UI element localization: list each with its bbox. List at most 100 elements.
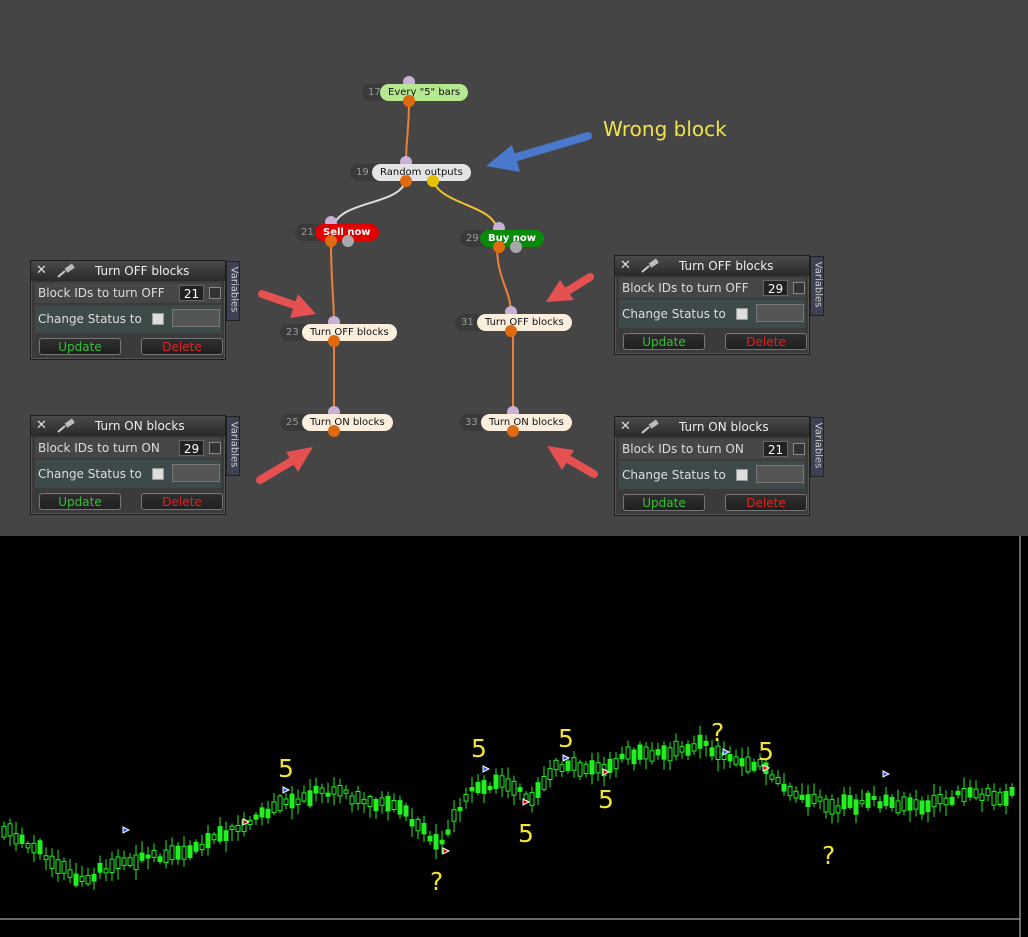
change-status-checkbox[interactable] [152,468,164,480]
update-button[interactable]: Update [623,494,705,511]
node-output-port[interactable] [328,425,340,437]
delete-button[interactable]: Delete [141,493,223,510]
variables-tab[interactable]: Variables [226,261,240,321]
block-editor-canvas[interactable]: 17 Every "5" bars 19 Random outputs 21 S… [0,0,1028,536]
candle-body [715,745,721,761]
close-icon[interactable]: ✕ [620,419,631,434]
change-status-row: Change Status to [35,305,221,333]
block-ids-input[interactable]: 29 [763,280,788,296]
update-button[interactable]: Update [623,333,705,350]
change-status-checkbox[interactable] [736,469,748,481]
close-icon[interactable]: ✕ [620,258,631,273]
candle-body [577,762,583,777]
candle-body [367,796,373,808]
price-chart[interactable]: 5 5 5 5 5 5 ? ? ? [0,536,1028,937]
node-output-port-1[interactable] [400,175,412,187]
candle-body [211,833,217,841]
candle-body [787,786,793,797]
node-sell-now[interactable]: 21 Sell now [295,216,379,247]
node-output-port[interactable] [328,335,340,347]
node-turn-off-blocks-23[interactable]: 23 Turn OFF blocks [280,316,397,347]
panel-title-bar[interactable]: ✕ Turn OFF blocks [31,261,225,281]
change-status-input[interactable] [172,309,220,327]
node-buy-now[interactable]: 29 Buy now [460,222,544,253]
candle-body [859,800,865,805]
panel-title: Turn ON blocks [95,419,185,433]
change-status-input[interactable] [172,464,220,482]
panel-title-bar[interactable]: ✕ Turn ON blocks [31,416,225,436]
close-icon[interactable]: ✕ [36,263,47,278]
node-output-port[interactable] [493,241,505,253]
change-status-row: Change Status to [619,300,805,328]
delete-button[interactable]: Delete [725,494,807,511]
node-random-outputs[interactable]: 19 Random outputs [350,156,471,187]
change-status-input[interactable] [756,465,804,483]
candle-body [589,760,595,775]
change-status-input[interactable] [756,304,804,322]
block-ids-checkbox[interactable] [209,442,221,454]
delete-button[interactable]: Delete [141,338,223,355]
block-ids-checkbox[interactable] [793,282,805,294]
node-output-port[interactable] [325,235,337,247]
pin-icon[interactable] [55,418,77,434]
candle-body [181,845,187,860]
candle-body [37,840,43,855]
pin-icon[interactable] [55,263,77,279]
candle-body [949,796,955,805]
node-output-port[interactable] [403,95,415,107]
block-ids-input[interactable]: 29 [179,440,204,456]
close-icon[interactable]: ✕ [36,418,47,433]
candle-body [661,745,667,760]
update-button[interactable]: Update [39,493,121,510]
node-turn-off-blocks-31[interactable]: 31 Turn OFF blocks [455,306,572,337]
block-ids-checkbox[interactable] [209,287,221,299]
candle-body [625,746,631,760]
node-output-port-2[interactable] [510,241,522,253]
candle-body [379,797,385,806]
node-label: Random outputs [372,164,471,181]
candle-body [985,787,991,797]
block-ids-row: Block IDs to turn OFF 29 [619,278,805,298]
candle-body [739,758,745,767]
update-button[interactable]: Update [39,338,121,355]
candle-body [697,734,703,749]
panel-title-bar[interactable]: ✕ Turn OFF blocks [615,256,809,276]
variables-tab[interactable]: Variables [226,416,240,476]
candle-body [445,829,451,835]
block-ids-checkbox[interactable] [793,443,805,455]
candle-body [409,819,415,827]
candle-body [175,845,181,860]
change-status-row: Change Status to [35,460,221,488]
candle-body [571,757,577,771]
node-turn-on-blocks-25[interactable]: 25 Turn ON blocks [280,406,393,437]
variables-tab[interactable]: Variables [810,417,824,477]
candle-body [853,799,859,815]
delete-button[interactable]: Delete [725,333,807,350]
candle-body [889,797,895,808]
candle-body [883,794,889,807]
node-output-port-2[interactable] [342,235,354,247]
candle-body [157,856,163,863]
candle-body [907,797,913,811]
variables-tab[interactable]: Variables [810,256,824,316]
block-ids-input[interactable]: 21 [179,285,204,301]
panel-turn-on-blocks-left: ✕ Turn ON blocks Block IDs to turn ON 29… [30,415,240,515]
pin-icon[interactable] [639,419,661,435]
node-every-5-bars[interactable]: 17 Every "5" bars [362,76,469,107]
candle-body [355,791,361,804]
change-status-checkbox[interactable] [152,313,164,325]
change-status-checkbox[interactable] [736,308,748,320]
panel-title-bar[interactable]: ✕ Turn ON blocks [615,417,809,437]
block-ids-input[interactable]: 21 [763,441,788,457]
candle-body [799,794,805,800]
candle-body [613,758,619,770]
candle-body [775,776,781,785]
node-output-port[interactable] [505,325,517,337]
node-output-port[interactable] [507,425,519,437]
candle-body [619,753,625,760]
candle-body [325,792,331,797]
pin-icon[interactable] [639,258,661,274]
node-turn-on-blocks-33[interactable]: 33 Turn ON blocks [459,406,572,437]
node-output-port-2[interactable] [427,175,439,187]
change-status-label: Change Status to [622,307,726,321]
